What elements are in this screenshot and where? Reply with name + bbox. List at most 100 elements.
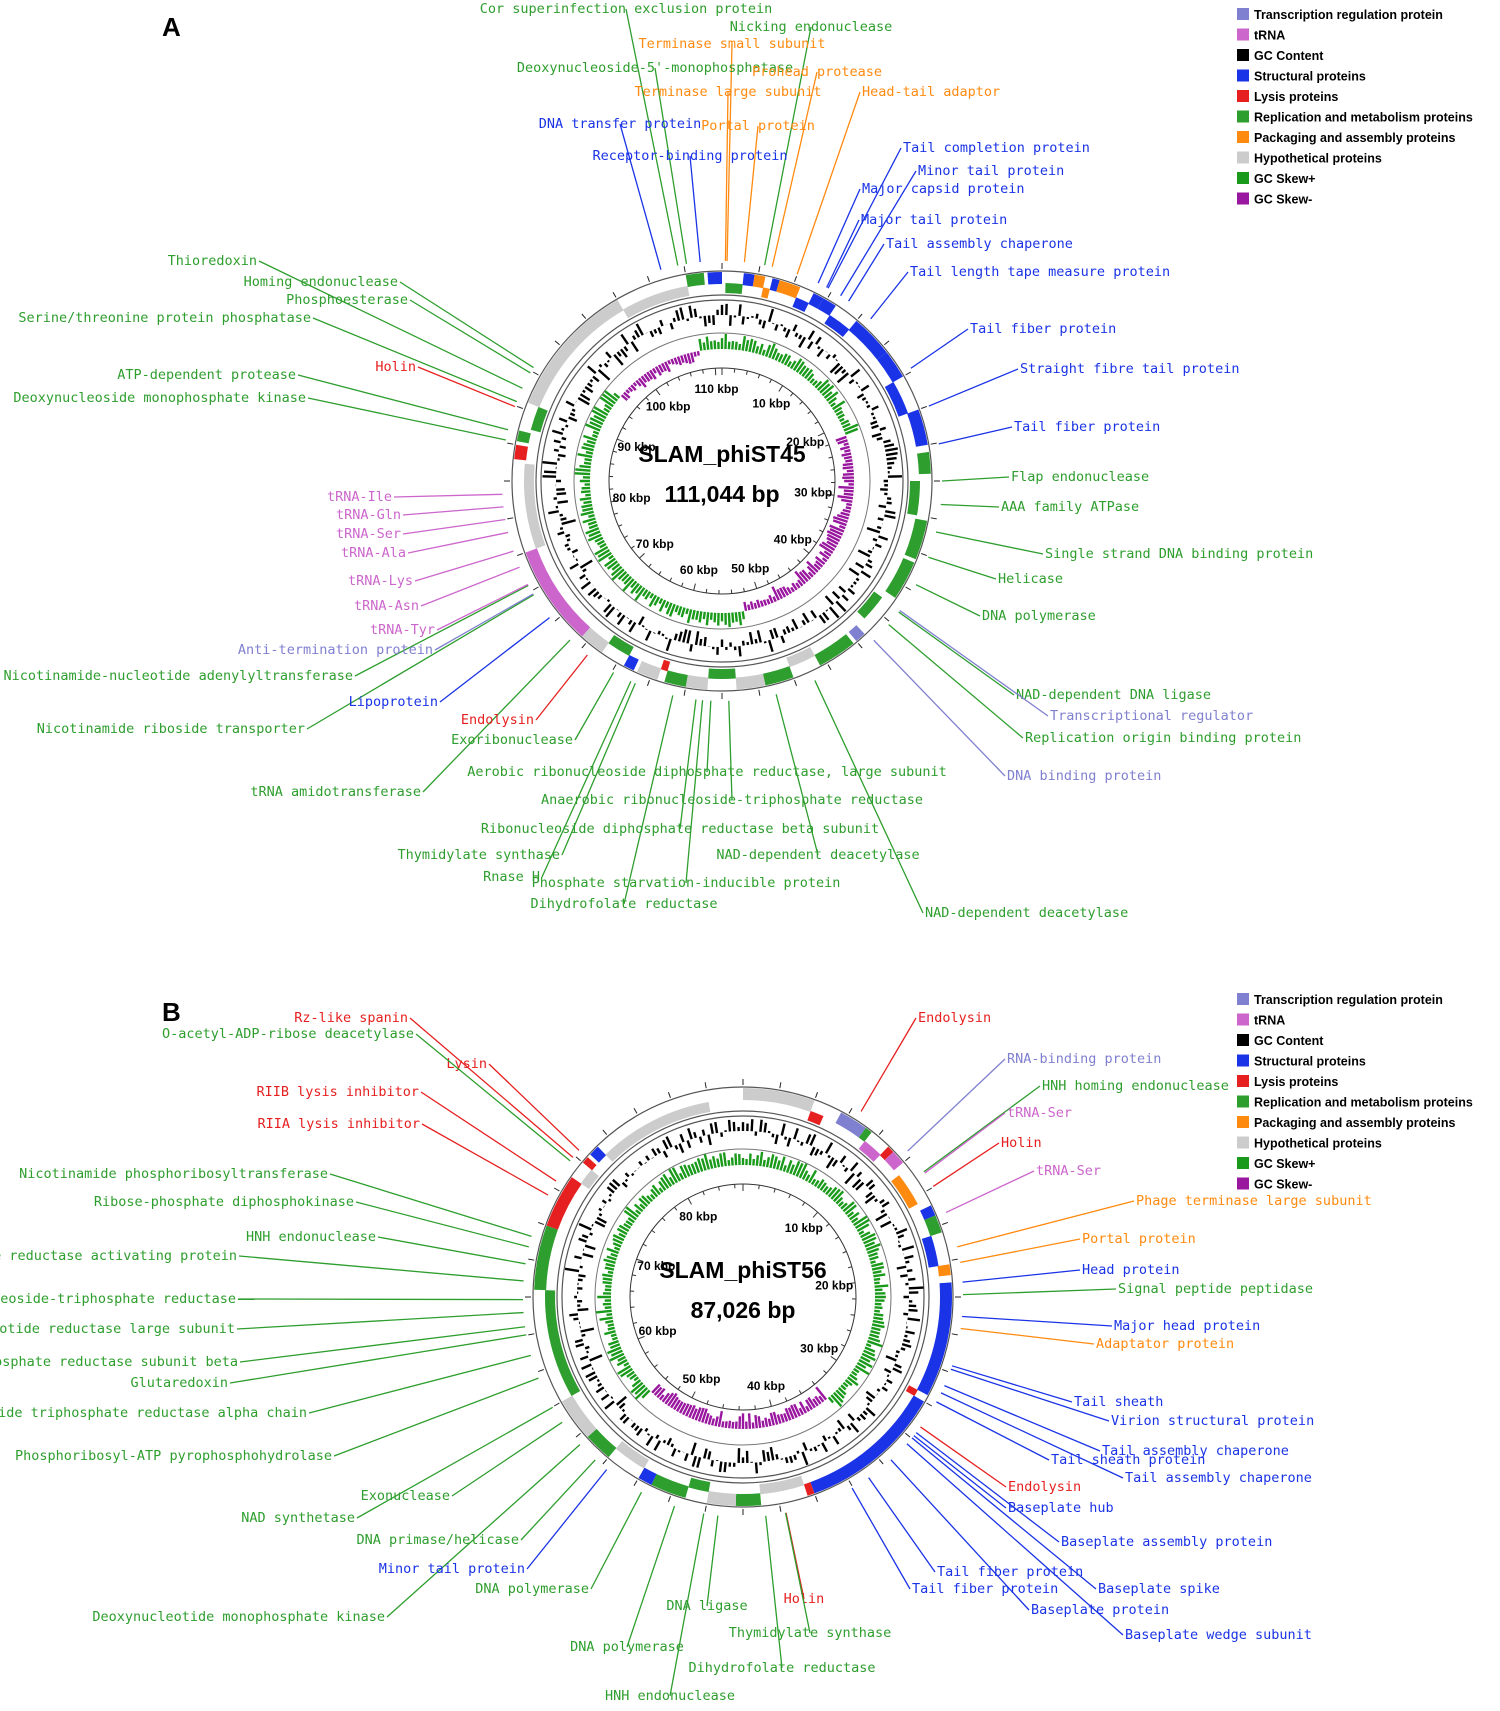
scale-tick: [681, 582, 684, 587]
panel-letter: A: [162, 12, 181, 42]
legend-swatch: [1237, 1136, 1249, 1149]
leader-line: [625, 8, 679, 266]
leader-line: [775, 694, 819, 856]
gene-arrow: [514, 444, 528, 461]
scale-tick: [637, 1335, 645, 1340]
outer-tick: [528, 1333, 535, 1336]
legend-label: tRNA: [1254, 1014, 1285, 1028]
leader-line: [851, 1487, 911, 1590]
leader-line: [814, 680, 924, 914]
scale-tick: [633, 1322, 638, 1324]
gene-arrow: [858, 1127, 872, 1142]
scale-tick: [669, 577, 673, 582]
gene-arrow: [524, 463, 546, 549]
leader-line: [911, 1437, 1097, 1590]
outer-tick: [646, 680, 650, 687]
leader-line: [520, 1459, 596, 1541]
gene-arrow: [891, 1175, 918, 1209]
leader-line: [541, 680, 632, 878]
gene-label: Tail assembly chaperone: [1102, 1443, 1289, 1459]
cds-ring: [535, 294, 909, 668]
gene-arrow: [587, 1428, 617, 1458]
scale-tick: [758, 1185, 760, 1190]
leader-line: [860, 1017, 917, 1112]
legend-label: GC Content: [1254, 49, 1324, 63]
gene-arrow: [735, 673, 766, 690]
legend-label: GC Content: [1254, 1034, 1324, 1048]
gene-arrow: [810, 1395, 924, 1494]
leader-line: [962, 1315, 1113, 1327]
gene-arrow: [525, 548, 591, 637]
legend-swatch: [1237, 1177, 1249, 1190]
legend-label: Packaging and assembly proteins: [1254, 131, 1456, 145]
leader-line: [928, 556, 997, 580]
outer-tick: [612, 291, 617, 298]
outer-tick: [848, 1107, 853, 1114]
gene-label: Anaerobic ribonucleotide reductase large…: [0, 1321, 235, 1337]
scale-tick: [802, 1202, 806, 1206]
kbp-label: 50 kbp: [682, 1372, 720, 1386]
outer-tick: [507, 517, 514, 520]
leader-line: [962, 1288, 1117, 1296]
scale-tick: [702, 1191, 705, 1196]
gene-label: Anaerobic ribonucleotide reductase activ…: [0, 1248, 237, 1264]
gene-label: Helicase: [998, 571, 1063, 587]
gene-arrow: [534, 1225, 558, 1291]
outer-tick: [516, 405, 523, 409]
leader-line: [312, 317, 518, 403]
leader-line: [724, 91, 729, 262]
gene-label: Minor tail protein: [379, 1561, 525, 1577]
leader-line: [920, 1426, 1007, 1488]
scale-tick: [648, 563, 652, 568]
gene-label: Cor superinfection exclusion protein: [480, 1, 773, 17]
leader-line: [526, 1469, 608, 1570]
scale-tick: [777, 574, 781, 579]
gene-label: Portal protein: [1082, 1231, 1196, 1247]
outer-tick: [857, 643, 863, 649]
kbp-label: 60 kbp: [639, 1324, 677, 1338]
outer-tick: [532, 371, 539, 376]
outer-tick: [951, 1333, 958, 1336]
leader-line: [868, 1477, 936, 1573]
kbp-label: 80 kbp: [679, 1210, 717, 1224]
kbp-label: 40 kbp: [747, 1379, 785, 1393]
leader-line: [258, 260, 523, 389]
leader-line: [840, 170, 917, 297]
scale-tick: [628, 416, 633, 420]
outer-tick: [878, 1129, 884, 1135]
gc-content-track: [564, 1119, 924, 1474]
gene-label: Holin: [784, 1591, 825, 1607]
gene-arrow: [566, 300, 624, 350]
gc-skew-plus-track: [595, 1151, 889, 1408]
gene-label: Nicking endonuclease: [730, 19, 893, 35]
gene-label: DNA polymerase: [570, 1639, 684, 1655]
gene-label: Rnase H: [483, 869, 540, 885]
outer-tick: [905, 1432, 911, 1438]
leader-line: [420, 1091, 557, 1182]
leader-line: [417, 366, 516, 408]
leader-line: [915, 584, 981, 617]
scale-tick: [665, 1375, 669, 1380]
scale-tick: [827, 506, 832, 509]
gene-label: Nicotinamide-nucleotide adenylyltransfer…: [4, 668, 354, 684]
leader-line: [944, 1385, 1101, 1452]
scale-tick: [610, 463, 615, 465]
leader-line: [238, 1255, 524, 1282]
scale-tick: [827, 493, 835, 496]
gene-arrow: [814, 634, 854, 666]
scale-tick: [644, 1351, 649, 1355]
gene-arrow: [858, 1140, 881, 1162]
gene-label: tRNA-Ser: [336, 526, 401, 542]
gene-label: Tail assembly chaperone: [1125, 1470, 1312, 1486]
leader-line: [940, 503, 1000, 508]
leader-line: [421, 1123, 549, 1196]
gene-label: DNA binding protein: [1007, 768, 1161, 784]
outer-tick: [827, 664, 832, 671]
gene-arrow: [615, 1441, 649, 1469]
leader-line: [784, 1512, 811, 1634]
scale-tick: [812, 1211, 819, 1218]
gene-arrow: [707, 272, 722, 285]
leader-line: [890, 1459, 1030, 1611]
scale-tick: [612, 450, 617, 453]
gene-arrow: [904, 518, 928, 560]
